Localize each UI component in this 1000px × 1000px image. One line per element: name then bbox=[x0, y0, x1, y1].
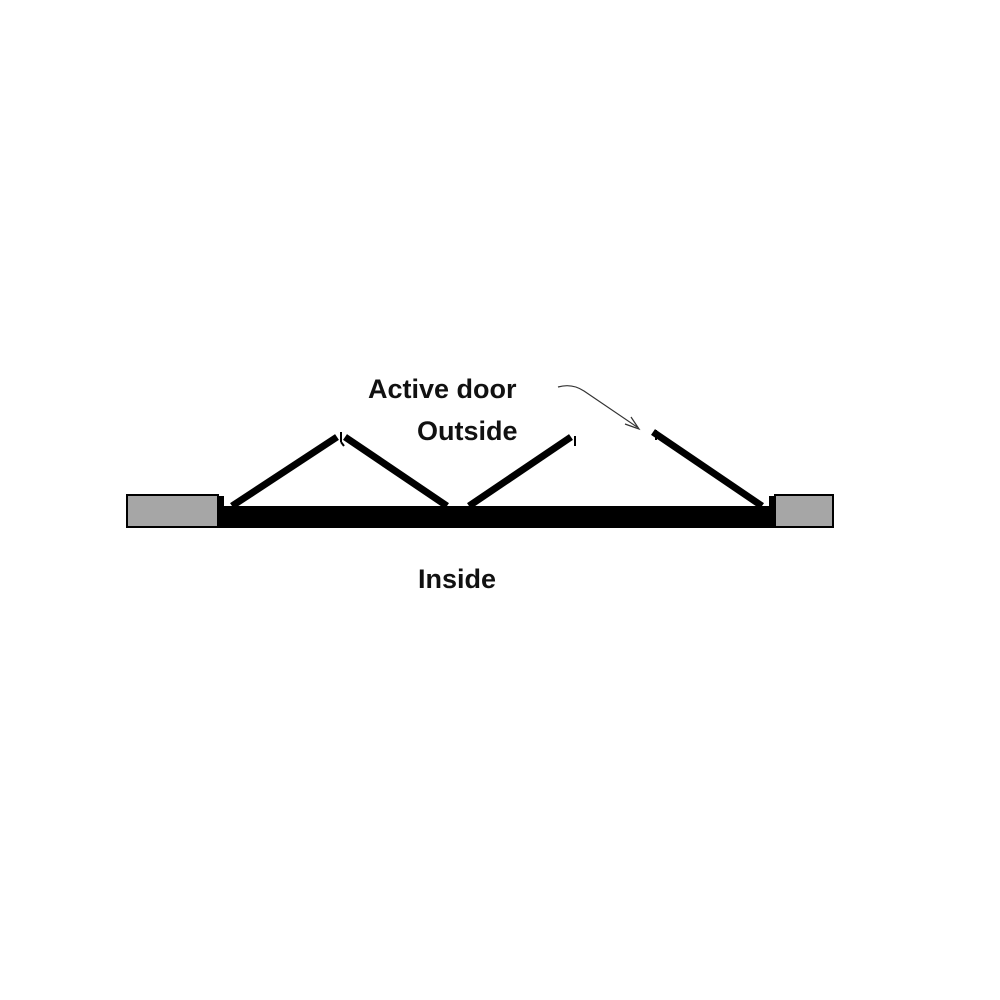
outside-label: Outside bbox=[417, 416, 518, 446]
panel-1 bbox=[230, 434, 339, 509]
panel-3 bbox=[467, 434, 573, 509]
left-wall bbox=[126, 494, 219, 528]
inside-label: Inside bbox=[418, 564, 497, 594]
left-jamb bbox=[218, 496, 224, 508]
door-track bbox=[218, 506, 775, 528]
panel-2 bbox=[343, 434, 449, 509]
active-door-label: Active door bbox=[368, 374, 517, 404]
active-door-panel bbox=[651, 429, 764, 509]
right-wall bbox=[774, 494, 834, 528]
right-jamb bbox=[769, 496, 775, 508]
hinge-mark-1 bbox=[340, 432, 345, 447]
leader-line bbox=[557, 385, 638, 428]
arrow-head-icon bbox=[624, 416, 641, 431]
